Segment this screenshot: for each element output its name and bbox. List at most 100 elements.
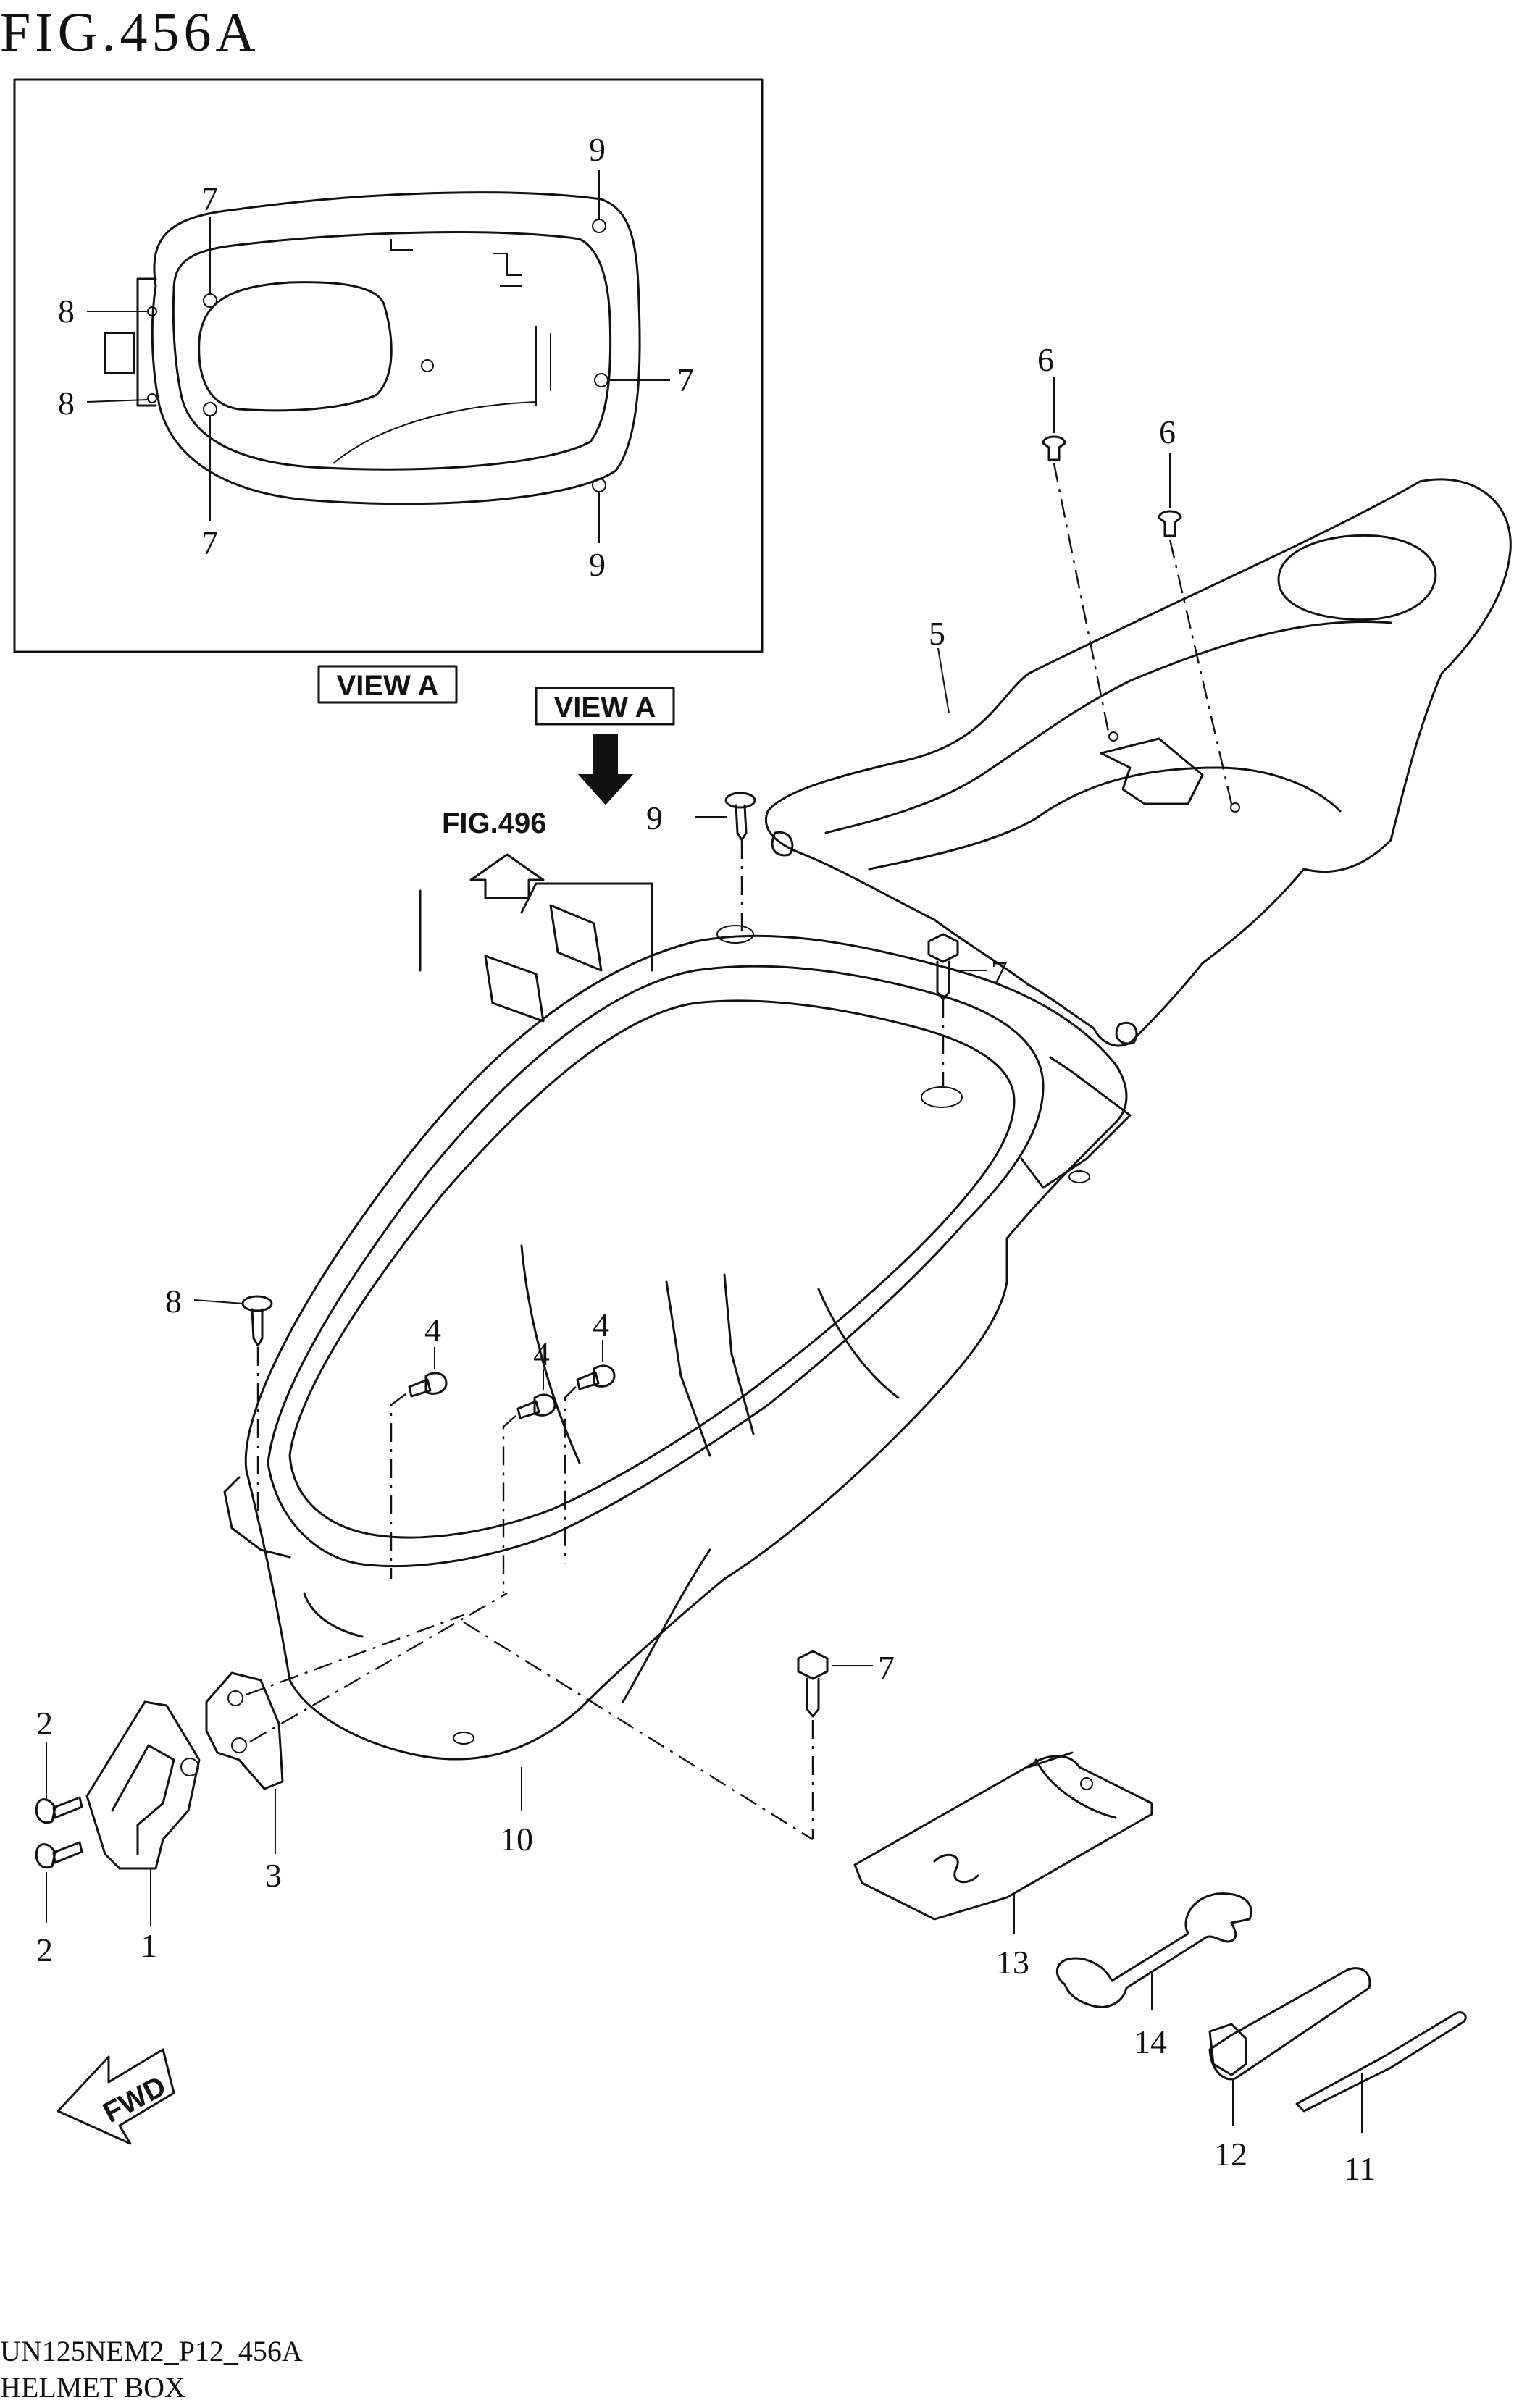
callout-2b: 2 — [36, 1931, 53, 1968]
callout-7b: 7 — [878, 1649, 895, 1686]
callout-14: 14 — [1134, 2023, 1167, 2060]
helmet-box-hole-9 — [716, 925, 754, 944]
tool-bag-snap — [1080, 1777, 1093, 1790]
view-a-inset: 7 7 7 8 8 9 9 — [13, 78, 764, 653]
leader-8 — [193, 1299, 244, 1304]
screw-4c — [576, 1364, 616, 1390]
helmet-box-rim — [267, 965, 1045, 1568]
callout-9: 9 — [646, 800, 663, 836]
rear-cover-hole-b — [1230, 802, 1240, 813]
view-a-arrow-box — [535, 687, 675, 726]
inset-left-tab — [136, 277, 157, 407]
screwdriver-body — [1295, 2011, 1467, 2113]
screw-8-shank — [251, 1308, 264, 1347]
inset-hole-7-bottom — [203, 402, 217, 416]
part-2-screws: 2 2 — [35, 1705, 83, 1968]
figure-caption: HELMET BOX — [0, 2371, 185, 2404]
part-9-screw: 9 — [646, 792, 756, 931]
helmet-box-hole-rear — [1068, 1170, 1090, 1183]
view-a-caption-text: VIEW A — [337, 670, 439, 702]
leader-inset-8-bottom — [86, 399, 149, 403]
fwd-arrow-icon — [57, 2048, 175, 2145]
callout-2a: 2 — [36, 1705, 53, 1742]
bolt-7b-head — [797, 1650, 829, 1680]
screw-4b — [516, 1393, 556, 1419]
fwd-indicator: FWD — [57, 2048, 175, 2145]
inset-box-outline — [151, 191, 641, 505]
suzuki-logo-icon — [933, 1853, 979, 1884]
bolt-7b-shank — [806, 1677, 820, 1718]
rear-cover-top-opening — [1277, 534, 1437, 621]
axis-hinge — [246, 1592, 508, 1743]
pin-6b — [1158, 510, 1182, 537]
inset-hole-9-bottom — [592, 478, 606, 492]
wrench-body — [1055, 1892, 1252, 2008]
callout-4b: 4 — [533, 1335, 550, 1372]
part-6-pins: 6 6 — [1037, 341, 1233, 805]
axis-6b — [1168, 539, 1233, 805]
rear-cover-hole-a — [1108, 731, 1118, 742]
latch-inner — [111, 1744, 175, 1855]
rear-cover-latch-recess — [1100, 737, 1204, 805]
fig-496-reference: FIG.496 — [442, 807, 547, 899]
rear-cover-outline — [765, 478, 1512, 1047]
helmet-box-rear-flange — [1020, 1056, 1132, 1189]
fig-496-arrow-icon — [469, 853, 545, 899]
inset-details — [333, 239, 551, 464]
tool-bag-body — [853, 1755, 1153, 1921]
model-code: UN125NEM2_P12_456A — [0, 2335, 303, 2367]
helmet-box-front-flange — [223, 1476, 364, 1638]
callout-10: 10 — [500, 1821, 533, 1858]
view-a-caption-box — [317, 665, 458, 704]
part-10-helmet-box: 10 — [223, 882, 1132, 1858]
axis-7b — [463, 1621, 814, 1841]
latch-body — [85, 1700, 201, 1870]
callout-3: 3 — [265, 1857, 282, 1894]
rear-cover-contours — [824, 620, 1392, 871]
inset-hole-9-top — [592, 219, 606, 233]
view-a-caption: VIEW A — [317, 665, 458, 704]
callout-inset-7-right: 7 — [677, 361, 694, 398]
view-arrow-down-icon — [577, 734, 634, 805]
callout-13: 13 — [996, 1944, 1029, 1981]
inset-floor-recess — [198, 281, 393, 412]
inset-hole-7-right — [594, 373, 608, 387]
callout-8: 8 — [165, 1283, 182, 1320]
callout-7a: 7 — [991, 954, 1008, 991]
callout-inset-7-bottom: 7 — [201, 524, 218, 561]
helmet-box-inner-rim — [288, 999, 1016, 1539]
part-13-tool-bag: 13 — [853, 1751, 1153, 1981]
latch-pivot — [180, 1758, 199, 1776]
callout-inset-9-top: 9 — [589, 131, 606, 168]
tool-bag-flap — [1027, 1751, 1117, 1819]
callout-11: 11 — [1344, 2150, 1376, 2187]
inset-drain-hole — [421, 359, 434, 372]
callout-6b: 6 — [1159, 414, 1176, 450]
axis-4 — [390, 1386, 577, 1593]
part-3-hinge: 3 — [205, 1592, 508, 1894]
callout-inset-9-bottom: 9 — [589, 546, 606, 583]
inset-frame — [13, 78, 764, 653]
part-1-latch: 1 — [85, 1700, 201, 1964]
callout-12: 12 — [1214, 2136, 1247, 2173]
inset-hole-7-top — [203, 293, 217, 308]
pin-6a — [1042, 435, 1066, 461]
helmet-box-labels — [484, 904, 603, 1023]
screw-2a — [35, 1796, 83, 1824]
part-7-bolts: 7 7 — [463, 933, 1008, 1841]
part-4-screws: 4 4 4 — [390, 1306, 616, 1593]
helmet-box-drain — [453, 1732, 474, 1745]
helmet-box-hole-7 — [921, 1086, 963, 1108]
part-14-wrench: 14 — [1055, 1892, 1252, 2060]
spanner-body — [1208, 1967, 1371, 2081]
screw-9-head — [724, 792, 756, 809]
callout-4a: 4 — [424, 1312, 441, 1348]
hinge-plate — [205, 1671, 284, 1790]
callout-inset-8-top: 8 — [58, 293, 75, 330]
callout-5: 5 — [929, 615, 945, 652]
screw-4a — [408, 1372, 448, 1398]
rear-cover-mount-tabs — [771, 831, 1138, 1045]
screw-8-head — [241, 1295, 273, 1312]
